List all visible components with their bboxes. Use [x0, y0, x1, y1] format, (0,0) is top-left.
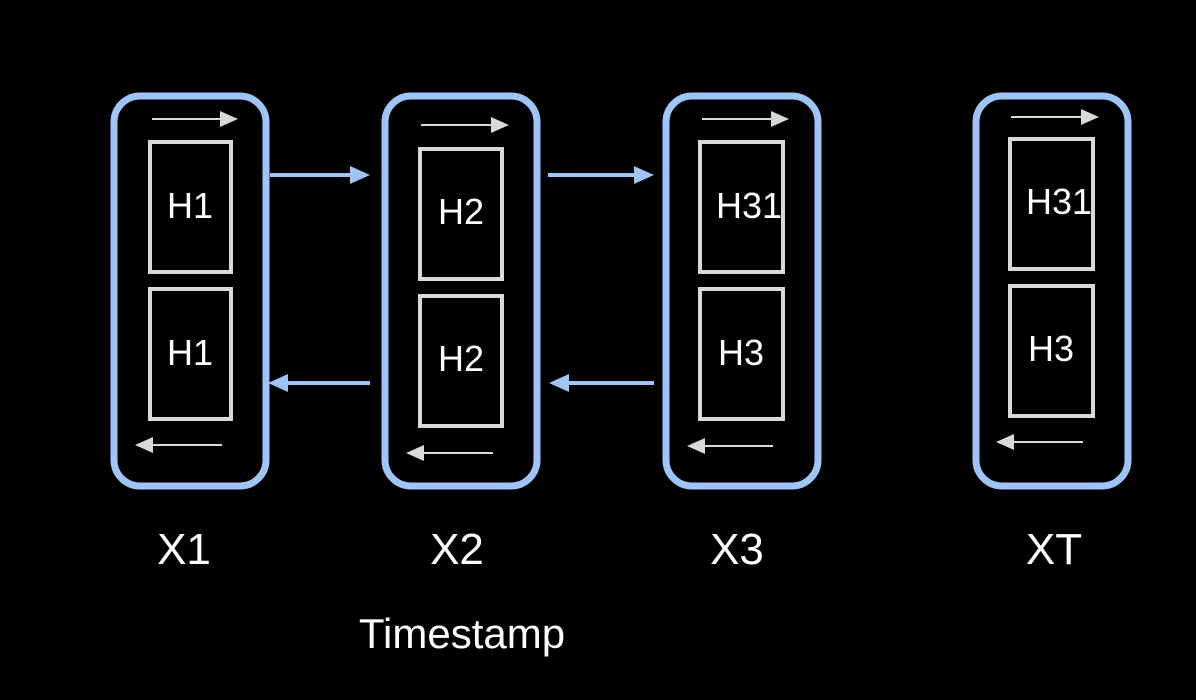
backward-state-box	[148, 287, 233, 421]
timestep-label: X2	[430, 525, 484, 574]
cell-x1: H1 H1 X1	[110, 92, 270, 574]
backward-link-x2-x1	[268, 374, 370, 392]
cell-frame	[662, 92, 822, 490]
timestep-label: X1	[157, 525, 211, 574]
forward-state-box	[698, 140, 785, 274]
backward-state-box	[418, 294, 504, 428]
cell-xt: H31 H3 XT	[972, 92, 1132, 574]
forward-state-label: H31	[716, 185, 782, 226]
cell-x3: H31 H3 X3	[662, 92, 822, 574]
backward-state-label: H3	[718, 332, 764, 373]
forward-state-box	[1008, 137, 1095, 271]
forward-link-x2-x3	[548, 166, 654, 184]
forward-link-x1-x2	[270, 166, 370, 184]
forward-state-label: H1	[167, 185, 213, 226]
backward-state-label: H3	[1028, 328, 1074, 369]
cell-x2: H2 H2 X2	[381, 92, 541, 574]
forward-direction-arrow	[152, 111, 238, 127]
backward-direction-arrow	[406, 445, 493, 461]
backward-direction-arrow	[687, 438, 773, 454]
forward-state-box	[148, 140, 233, 274]
backward-direction-arrow	[135, 437, 222, 453]
timestep-label: X3	[710, 525, 764, 574]
forward-state-label: H2	[438, 191, 484, 232]
backward-state-box	[1008, 284, 1095, 418]
forward-direction-arrow	[1011, 109, 1099, 125]
backward-state-label: H2	[438, 338, 484, 379]
forward-direction-arrow	[421, 117, 509, 133]
timestep-label: XT	[1026, 525, 1082, 574]
forward-direction-arrow	[702, 111, 789, 127]
cell-frame	[972, 92, 1132, 490]
backward-state-label: H1	[167, 332, 213, 373]
backward-link-x3-x2	[549, 374, 654, 392]
timestamp-axis-label: Timestamp	[359, 610, 565, 657]
forward-state-box	[418, 147, 504, 281]
cell-frame	[381, 92, 541, 490]
forward-state-label: H31	[1026, 181, 1092, 222]
backward-direction-arrow	[996, 434, 1083, 450]
cell-frame	[110, 92, 270, 490]
backward-state-box	[698, 287, 785, 421]
